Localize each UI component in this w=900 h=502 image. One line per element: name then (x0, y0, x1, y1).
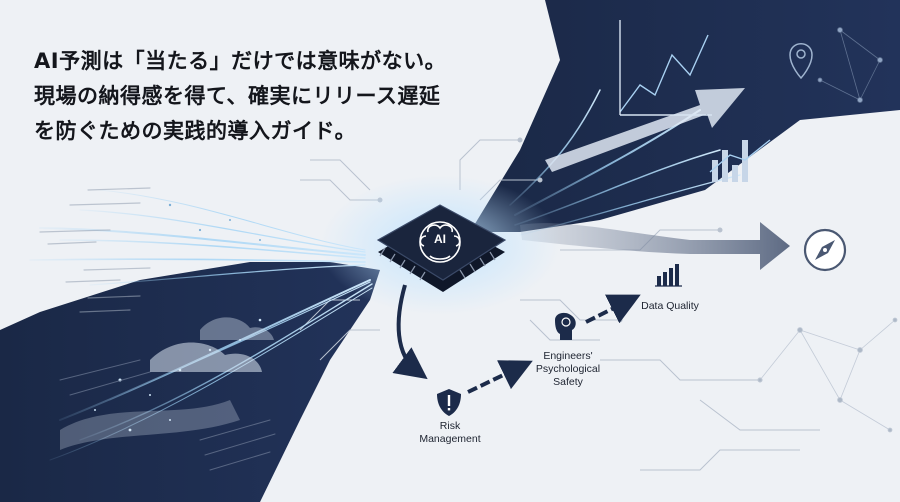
node-label-line: Data Quality (641, 300, 699, 312)
headline-line-2: 現場の納得感を得て、確実にリリース遅延 (34, 84, 441, 108)
ai-chip (376, 204, 507, 292)
shield-alert-icon (437, 389, 461, 416)
bar-chart-graphic (709, 139, 771, 182)
main-output-arrow (520, 222, 790, 270)
growth-arrow (545, 88, 745, 172)
brain-chip-icon (419, 221, 461, 263)
line-chart-graphic (619, 20, 712, 116)
node-label-line: Management (419, 433, 481, 445)
node-label-line: Psychological (535, 363, 601, 375)
headline-line-1: AI予測は「当たる」だけでは意味がない。 (34, 49, 447, 73)
node-label-risk-management: Risk Management (405, 420, 495, 446)
cloud-waves (60, 317, 274, 450)
arrow-risk-to-safety (467, 360, 533, 394)
node-label-data-quality: Data Quality (630, 300, 710, 313)
faint-text-lines (39, 187, 151, 313)
node-label-line: Safety (553, 376, 583, 388)
headline-line-3: を防ぐための実践的導入ガイド。 (34, 119, 357, 143)
chip-label: AI (434, 232, 446, 246)
arrow-safety-to-quality (585, 294, 641, 324)
compass-icon (803, 228, 847, 272)
map-pin-icon (789, 43, 813, 80)
headline: AI予測は「当たる」だけでは意味がない。 現場の納得感を得て、確実にリリース遅延… (34, 44, 504, 149)
circuit-traces (299, 137, 820, 471)
network-nodes-bottom (757, 317, 898, 433)
network-nodes-top (817, 27, 883, 103)
node-label-engineers-psychological-safety: Engineers' Psychological Safety (520, 350, 616, 389)
faint-text-lines-dark (59, 359, 276, 471)
arrow-chip-to-risk (392, 284, 428, 380)
head-brain-icon (555, 312, 576, 340)
node-label-line: Risk (439, 420, 461, 432)
node-label-line: Engineers' (543, 350, 593, 362)
bar-chart-icon (655, 264, 682, 287)
